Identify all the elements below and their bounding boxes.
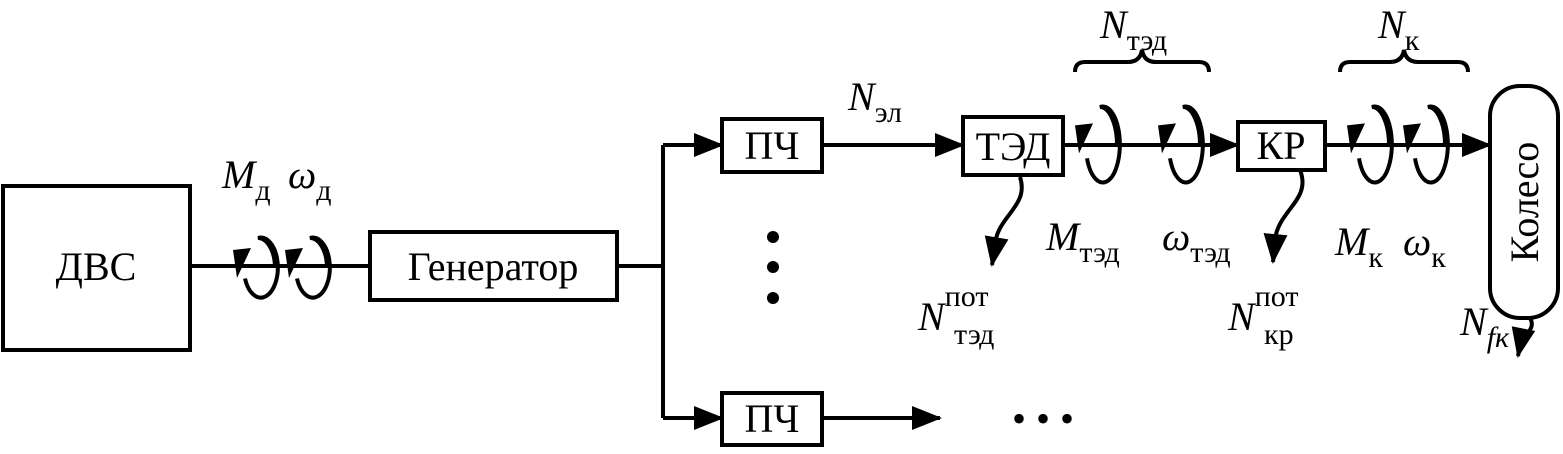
label-w-k: ωк bbox=[1403, 219, 1446, 274]
rotation-arrowhead-icon bbox=[1158, 123, 1176, 154]
horizontal-ellipsis: • • • bbox=[1012, 396, 1074, 441]
rotation-icons bbox=[233, 104, 1450, 300]
converter-label-2: ПЧ bbox=[745, 396, 800, 441]
engine-label: ДВС bbox=[56, 244, 137, 289]
generator-block: Генератор bbox=[368, 230, 619, 302]
label-n-ted: Nтэд bbox=[1099, 2, 1167, 57]
connection-lines bbox=[190, 133, 1492, 430]
vertical-ellipsis bbox=[767, 231, 779, 304]
gearbox-label: КР bbox=[1257, 123, 1306, 168]
label-n-el: Nэл bbox=[847, 74, 902, 129]
loss-arrow-kr bbox=[1263, 169, 1305, 264]
generator-label: Генератор bbox=[408, 244, 579, 289]
label-n-k: Nк bbox=[1377, 2, 1420, 57]
rotation-ellipse bbox=[295, 235, 332, 300]
motor-block: ТЭД bbox=[961, 115, 1065, 177]
converter-label-1: ПЧ bbox=[745, 123, 800, 168]
wheel-label: Колесо bbox=[1502, 142, 1547, 263]
rotation-arrowhead-icon bbox=[1075, 123, 1093, 154]
brace-ted bbox=[1073, 49, 1211, 73]
engine-block: ДВС bbox=[1, 184, 192, 352]
label-w-ted: ωтэд bbox=[1162, 214, 1231, 269]
label-m-ted: Mтэд bbox=[1045, 214, 1120, 269]
rotation-arrowhead-icon bbox=[1347, 123, 1365, 154]
label-w-d: ωд bbox=[288, 152, 332, 207]
rotation-ellipse bbox=[243, 235, 280, 300]
wheel-block: Колесо bbox=[1488, 84, 1560, 320]
rotation-ellipse bbox=[1357, 104, 1394, 185]
rotation-arrowhead-icon bbox=[1403, 123, 1421, 154]
converter-block-1: ПЧ bbox=[720, 117, 824, 174]
converter-block-2: ПЧ bbox=[720, 391, 824, 447]
rotation-arrowhead-icon bbox=[233, 248, 251, 278]
loss-arrow-ted bbox=[984, 176, 1024, 267]
rotation-ellipse bbox=[1085, 104, 1122, 185]
motor-label: ТЭД bbox=[976, 124, 1051, 169]
rotation-ellipse bbox=[1168, 104, 1205, 185]
rotation-ellipse bbox=[1413, 104, 1450, 185]
label-m-d: Mд bbox=[221, 152, 271, 207]
loss-arrow-wheel bbox=[1511, 316, 1536, 358]
gearbox-block: КР bbox=[1236, 120, 1327, 172]
rotation-arrowhead-icon bbox=[285, 248, 303, 278]
brace-k bbox=[1338, 49, 1470, 73]
label-n-fk: Nfк bbox=[1459, 299, 1510, 354]
label-m-k: Mк bbox=[1334, 219, 1383, 274]
